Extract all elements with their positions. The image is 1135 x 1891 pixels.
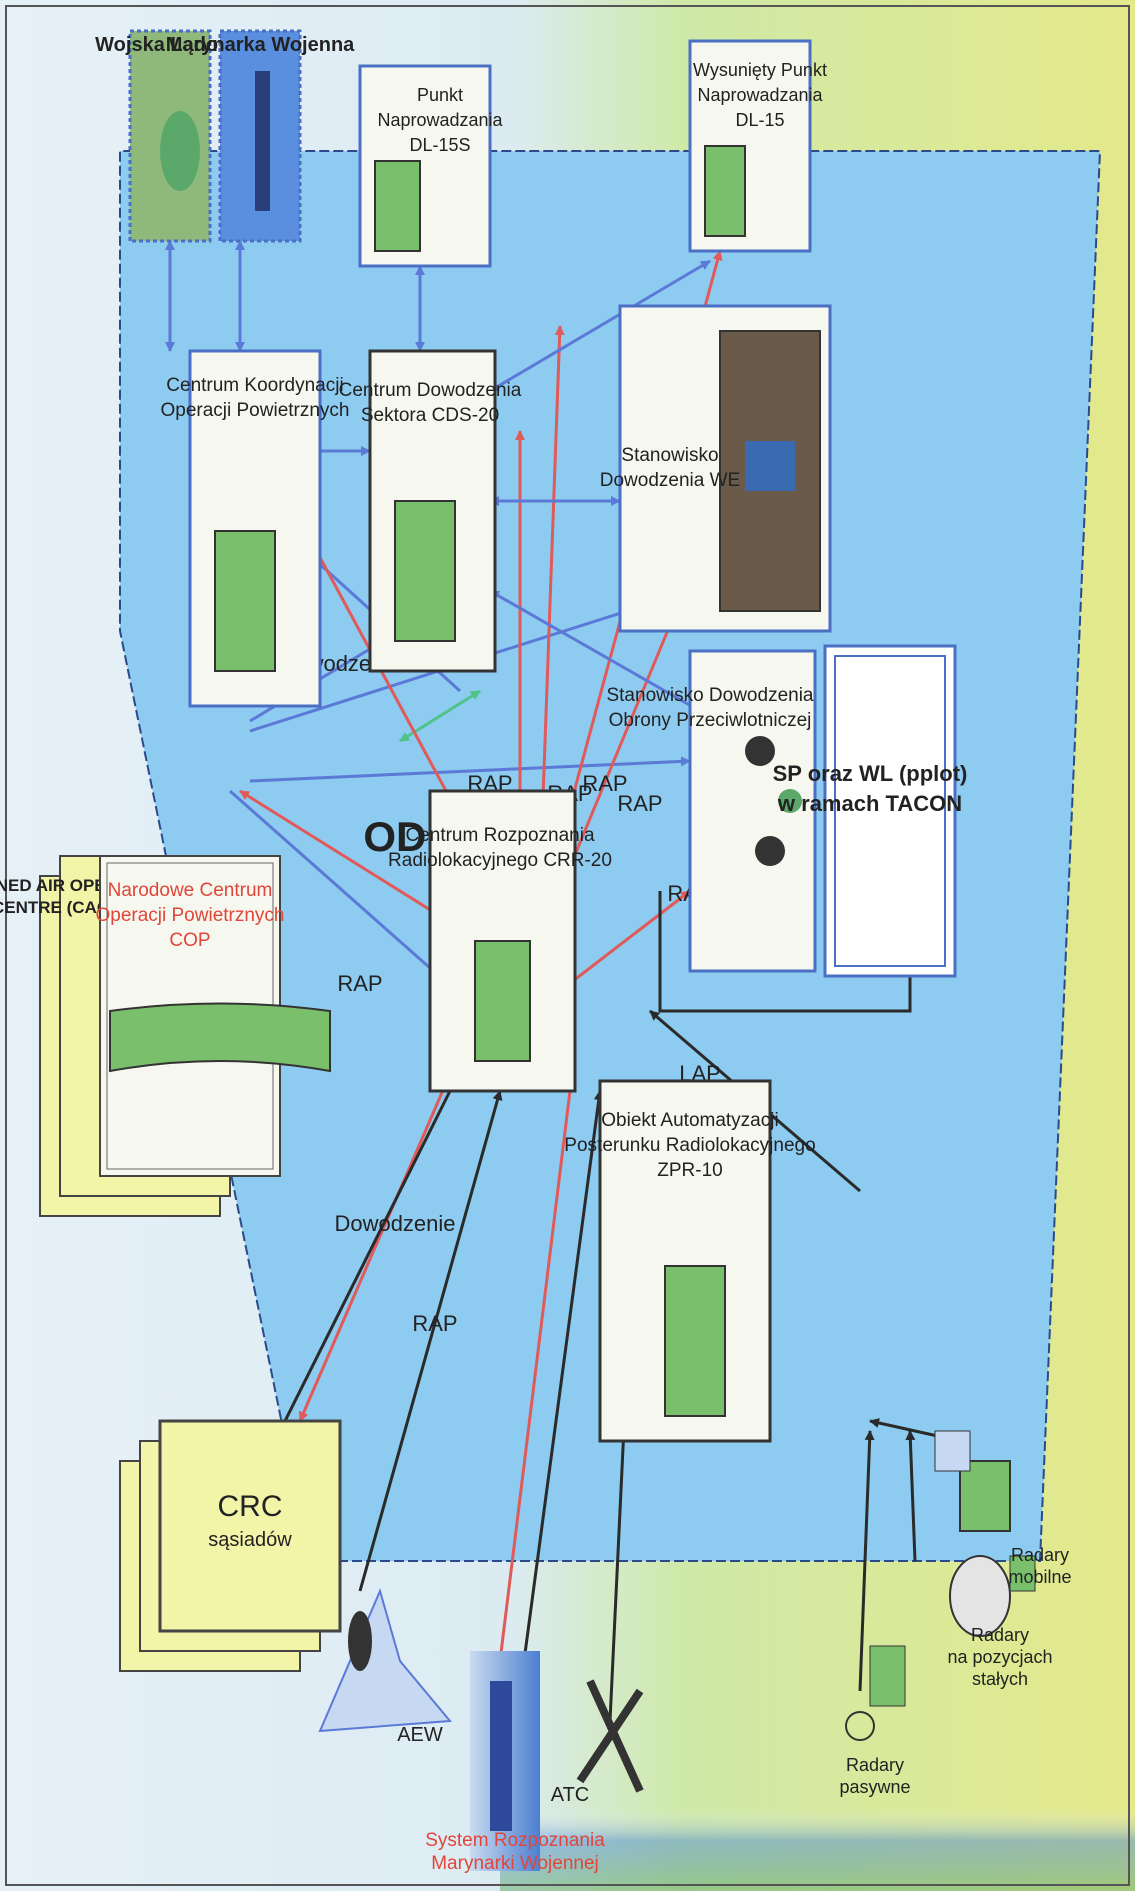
radary-pasywne-line1: Radary [846,1755,904,1775]
warship-icon [490,1681,512,1831]
node-sdwe: Stanowisko Dowodzenia WE [600,304,832,633]
ckop-line2: Operacji Powietrznych [160,400,349,421]
sdwe-line2: Dowodzenia WE [600,470,740,491]
atc-antenna-icon [576,1679,644,1793]
crc-title: CRC [218,1490,283,1523]
srmw-line2: Marynarki Wojennej [431,1853,599,1874]
wpn-line3: DL-15 [735,110,784,130]
wpn-vehicle-icon [704,145,746,237]
node-crr: Centrum Rozpoznania Radiolokacyjnego CRR… [388,789,612,1093]
source-radary-pasywne: Radary pasywne [839,1645,911,1797]
ncop-line2: Operacji Powietrznych [95,905,284,926]
node-crc: CRC sąsiadów [119,1419,342,1672]
cds-line2: Sektora CDS-20 [361,405,499,426]
ncop-radar-icon [109,1002,331,1073]
zpr-vehicle-icon [664,1265,726,1417]
ncop-line1: Narodowe Centrum [108,880,273,901]
marynarka-label: Marynarka Wojenna [166,34,355,56]
node-sp: SP oraz WL (pplot) w ramach TACON [773,644,968,978]
node-wpn: Wysunięty Punkt Naprowadzania DL-15 [688,39,827,253]
aew-label: AEW [397,1724,443,1746]
node-ncop: Narodowe Centrum Operacji Powietrznych C… [95,855,331,1177]
caoc-line2: CENTRE (CAOC) [0,898,128,917]
node-marynarka-wojenna: Marynarka Wojenna [166,29,355,243]
radome-icon [949,1555,1011,1637]
ckop-vehicle-icon [214,530,276,672]
passive-antenna-icon [845,1711,875,1741]
radary-stale-line3: stałych [972,1669,1028,1689]
tree-icon [160,111,200,191]
outer-border [5,5,1130,1886]
monitor-icon [745,441,795,491]
ship-icon [255,71,270,211]
radary-mobilne-line1: Radary [1011,1545,1069,1565]
arrow-rap-crc [298,1050,462,1422]
label-rap-crc: RAP [412,1311,457,1336]
ckop-line1: Centrum Koordynacji [166,375,343,396]
atc-label: ATC [551,1784,590,1806]
label-rap-ncop: RAP [337,971,382,996]
mobile-radar-icon [959,1460,1011,1532]
arrow-crc-to-crr [248,1050,472,1492]
cds-line1: Centrum Dowodzenia [339,380,522,401]
node-pn: Punkt Naprowadzania DL-15S [358,64,504,268]
source-srmw: System Rozpoznania Marynarki Wojennej [425,1651,605,1874]
source-aew: AEW [318,1588,453,1746]
sp-line1: SP oraz WL (pplot) [773,761,968,786]
zpr-line1: Obiekt Automatyzacji [601,1110,778,1131]
crr-line1: Centrum Rozpoznania [405,825,594,846]
sdwe-line1: Stanowisko [621,445,718,466]
arrow-aew-crr [358,1090,503,1592]
cds-vehicle-icon [394,500,456,642]
arrow-cds-sdop [489,589,701,713]
arrow-rap-crr-sdop [559,889,691,993]
sdop-line1: Stanowisko Dowodzenia [606,685,813,706]
zpr-line2: Posterunku Radiolokacyjnego [564,1135,815,1156]
crc-subtitle: sąsiadów [208,1529,292,1551]
crr-line2: Radiolokacyjnego CRR-20 [388,850,612,871]
sp-line2: w ramach TACON [777,791,962,816]
radary-mobilne-line2: mobilne [1008,1567,1071,1587]
pn-line3: DL-15S [409,135,470,155]
label-dowodzenie-crr: Dowodzenie [334,1211,455,1236]
srmw-line1: System Rozpoznania [425,1830,605,1851]
arrow-radary-stale [905,1430,917,1562]
crr-vehicle-icon [474,940,531,1062]
odn-region [119,150,1102,1562]
source-radary-mobilne: Radary mobilne [934,1430,1072,1587]
node-sdop: Stanowisko Dowodzenia Obrony Przeciwlotn… [606,649,817,973]
pn-line2: Naprowadzania [377,110,503,130]
ncop-line3: COP [169,930,210,951]
source-atc: ATC [551,1679,644,1806]
wpn-line2: Naprowadzania [697,85,823,105]
pn-vehicle-icon [374,160,421,252]
sdop-line2: Obrony Przeciwlotniczej [609,710,812,731]
arrow-dowodzenie-ncop-sdop [249,756,691,783]
node-zpr: Obiekt Automatyzacji Posterunku Radiolok… [564,1079,816,1443]
arrow-cds-wpn [489,259,711,393]
radary-pasywne-line2: pasywne [839,1777,910,1797]
wpn-line1: Wysunięty Punkt [693,60,827,80]
arrow-radary-pasywne [858,1430,875,1692]
zpr-line3: ZPR-10 [657,1160,722,1181]
node-cds: Centrum Dowodzenia Sektora CDS-20 [339,349,522,673]
node-ckop: Centrum Koordynacji Operacji Powietrznyc… [160,349,350,708]
pn-line1: Punkt [417,85,463,105]
node-wojska-ladowe: Wojska Lądowe [95,29,245,243]
radar-dome-icon [348,1611,372,1671]
radary-stale-line1: Radary [971,1625,1029,1645]
source-radary-stale: Radary na pozycjach stałych [947,1555,1053,1689]
label-rap-pn: RAP [582,771,627,796]
label-rap-wpn: RAP [617,791,662,816]
wojska-label: Wojska Lądowe [95,34,245,56]
arrow-rap-crr-srmw [496,1090,572,1662]
arrow-srmw-crr [518,1090,604,1692]
radary-stale-line2: na pozycjach [947,1647,1052,1667]
